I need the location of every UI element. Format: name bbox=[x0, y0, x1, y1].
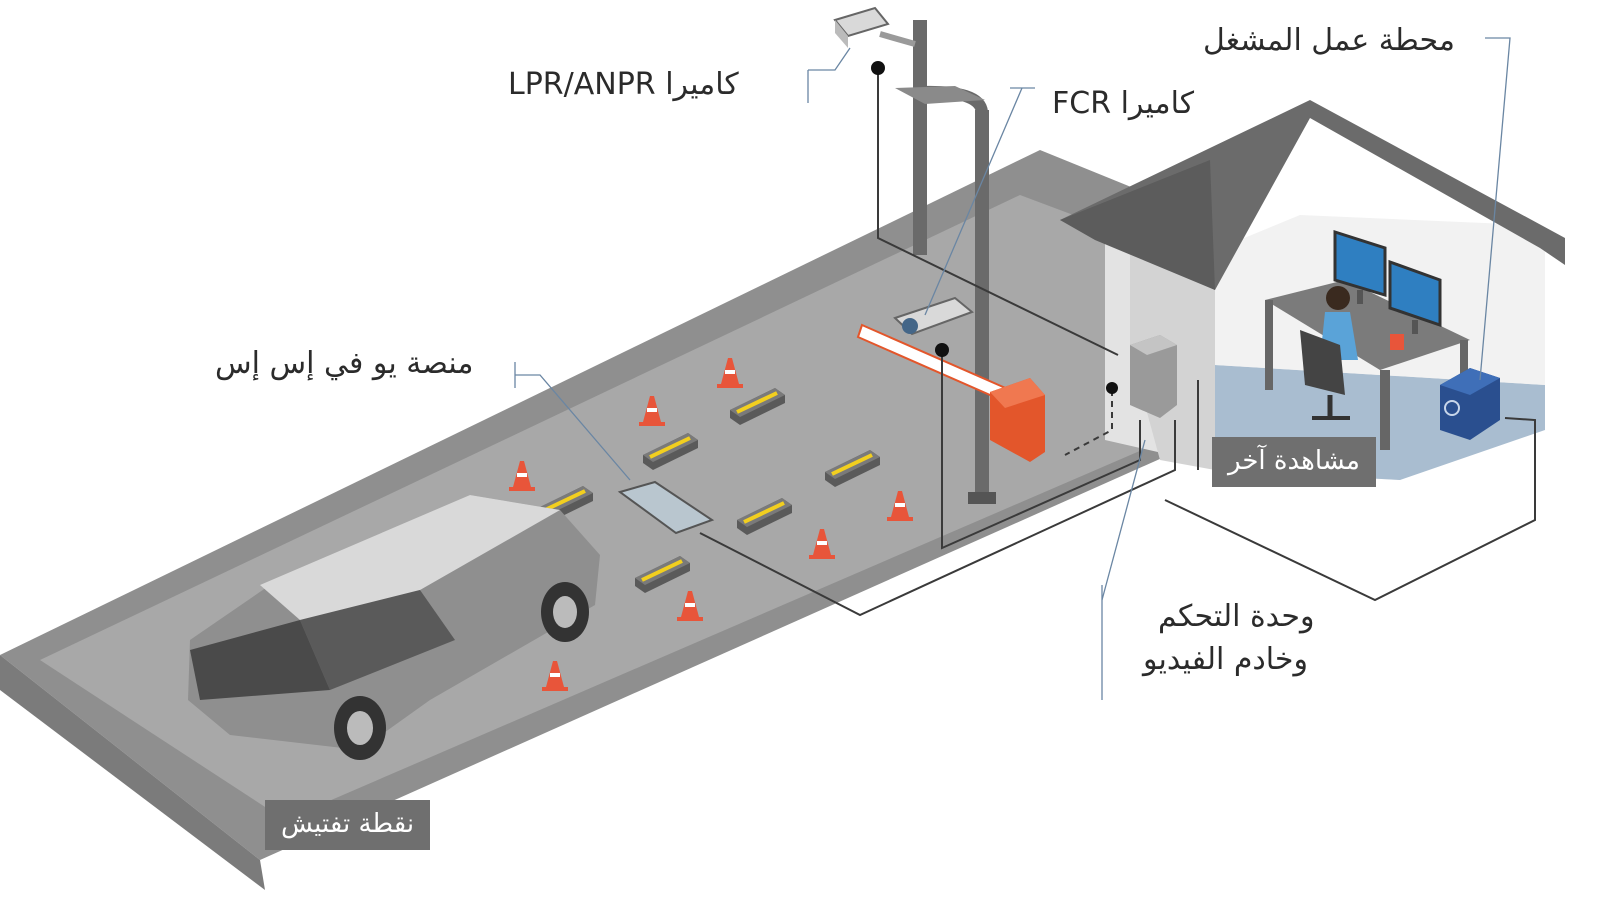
speed-bump-icon bbox=[635, 556, 690, 593]
connection-dots bbox=[871, 61, 1118, 394]
car-icon bbox=[188, 495, 600, 760]
monitor-icon bbox=[1388, 259, 1442, 334]
traffic-cone-icon bbox=[509, 461, 535, 491]
lpr-camera-icon bbox=[833, 6, 916, 48]
traffic-cones bbox=[509, 358, 913, 691]
uvss-platform-label: منصة يو في إس إس bbox=[215, 346, 474, 381]
operator-icon bbox=[1300, 286, 1404, 420]
traffic-cone-icon bbox=[677, 591, 703, 621]
speed-bump-icon bbox=[643, 433, 698, 470]
server-rack-icon bbox=[1130, 335, 1177, 418]
traffic-cone-icon bbox=[717, 358, 743, 388]
computer-tower-icon bbox=[1440, 368, 1500, 440]
operator-station-label: محطة عمل المشغل bbox=[1203, 23, 1455, 58]
speed-bump-icon bbox=[737, 498, 792, 535]
barrier-gate-icon bbox=[856, 323, 1045, 462]
fcr-camera-label: كاميرا FCR bbox=[1052, 86, 1195, 121]
uvss-plate-icon bbox=[617, 480, 715, 535]
checkpoint-tag: نقطة تفتيش bbox=[265, 800, 431, 850]
traffic-cone-icon bbox=[887, 491, 913, 521]
lpr-camera-label: كاميرا LPR/ANPR bbox=[508, 67, 739, 102]
traffic-cone-icon bbox=[639, 396, 665, 426]
speed-bump-icon bbox=[825, 450, 880, 487]
control-unit-label-line1: وحدة التحكم bbox=[1158, 599, 1315, 634]
road bbox=[0, 150, 1200, 890]
street-lamp-icon bbox=[895, 20, 996, 504]
leader-lines bbox=[514, 37, 1511, 700]
traffic-cone-icon bbox=[542, 661, 568, 691]
speed-bump-icon bbox=[730, 388, 785, 425]
monitor-icon bbox=[1333, 229, 1387, 304]
fcr-camera-icon bbox=[893, 296, 974, 336]
other-view-tag: مشاهدة آخر bbox=[1212, 437, 1376, 487]
traffic-cone-icon bbox=[809, 529, 835, 559]
control-unit-label-line2: وخادم الفيديو bbox=[1143, 642, 1308, 677]
connection-lines bbox=[699, 68, 1536, 617]
